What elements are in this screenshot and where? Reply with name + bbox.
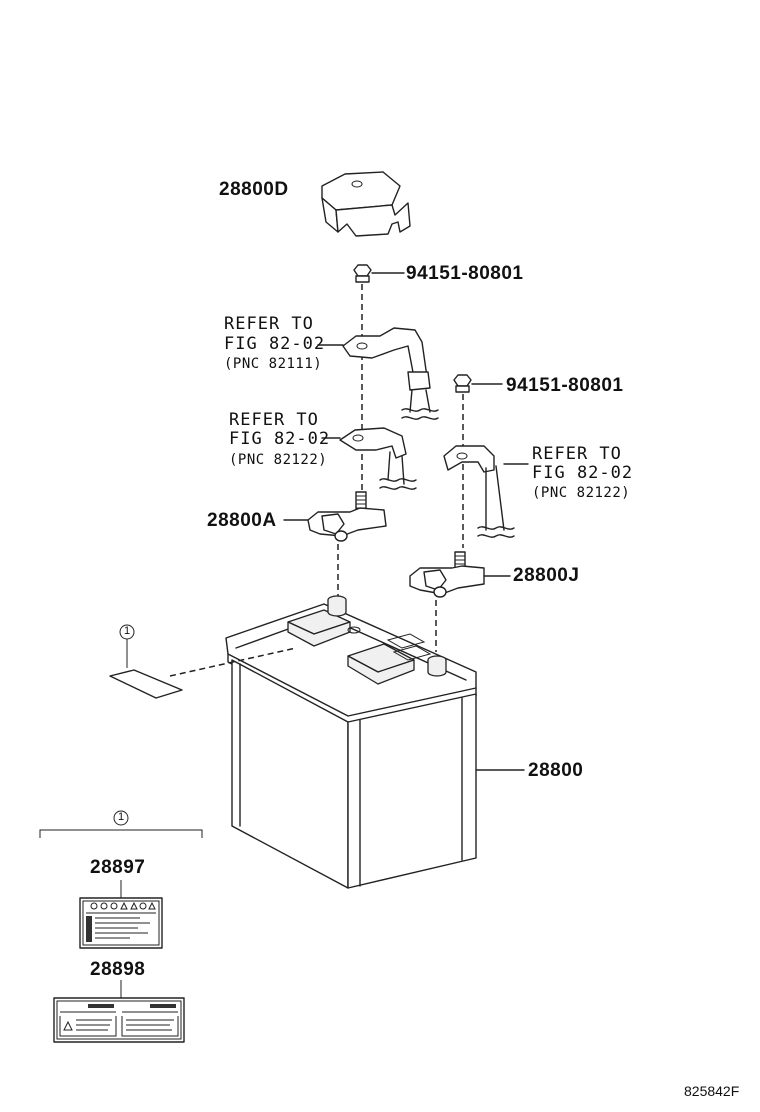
nut-upper-drawing [353,264,405,283]
ref1-line3: (PNC 82111) [224,356,323,372]
ref2-line1: REFER TO [229,410,319,430]
ref1-line2: FIG 82-02 [224,334,326,354]
label-28897-drawing [79,897,163,949]
cable-82122-left-drawing [321,427,417,490]
terminal-positive-drawing [283,491,387,542]
battery-cover-drawing [321,171,411,237]
label-28898-drawing [53,997,185,1043]
label-sticker-drawing [109,624,297,699]
part-number-nut-lower[interactable]: 94151-80801 [506,375,624,396]
ref2-line3: (PNC 82122) [229,452,328,468]
cable-82122-right-drawing [443,445,529,538]
ref3-line1: REFER TO [532,444,622,464]
callout-number-legend: 1 [118,811,125,823]
figure-id: 825842F [684,1083,740,1099]
battery-drawing [225,595,525,889]
part-number-terminal-negative[interactable]: 28800J [513,565,580,586]
part-number-battery[interactable]: 28800 [528,760,584,781]
ref1-line1: REFER TO [224,314,314,334]
part-number-label-warning[interactable]: 28897 [90,857,146,878]
part-number-label-caution[interactable]: 28898 [90,959,146,980]
part-number-cover[interactable]: 28800D [219,179,289,200]
nut-lower-drawing [453,374,503,393]
cable-82111-drawing [317,327,439,420]
ref3-line3: (PNC 82122) [532,485,631,501]
legend-bracket [39,810,203,998]
callout-number-sticker: 1 [124,625,131,637]
ref2-line2: FIG 82-02 [229,429,331,449]
part-number-terminal-positive[interactable]: 28800A [207,510,277,531]
terminal-negative-drawing [409,551,511,598]
part-number-nut-upper[interactable]: 94151-80801 [406,263,524,284]
ref3-line2: FIG 82-02 [532,463,634,483]
